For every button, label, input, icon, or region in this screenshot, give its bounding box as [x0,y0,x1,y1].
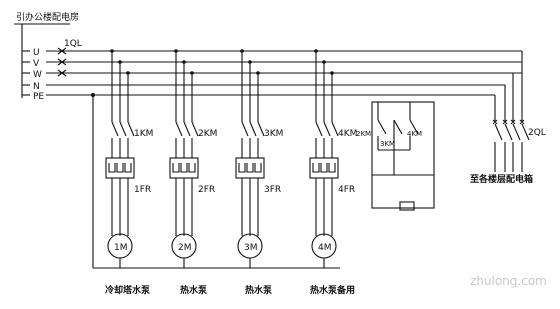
pe-junction [91,93,95,97]
branch-1-relay-element-3 [124,163,132,173]
branch-2-relay-element-2 [180,163,188,173]
branch-2-fr-label: 2FR [198,185,215,195]
branch-1-relay-element-2 [116,163,124,173]
outgoing-breaker-2ql [492,51,530,172]
branch-2-name: 热水泵 [180,284,208,296]
incoming-connections [22,50,30,96]
branch-3-relay-element-3 [254,163,262,173]
branch-3-contact-3 [257,121,265,137]
branch-4-km-label: 4KM [338,129,357,139]
branch-4-relay-element-1 [312,163,320,173]
branch-4-contact-3 [331,121,339,137]
branch-4-fr-label: 4FR [338,185,355,195]
branch-1-fr-label: 1FR [134,185,151,195]
branch-2-km-label: 2KM [198,129,217,139]
branch-4-relay-element-3 [328,163,336,173]
bus-label-w: W [33,70,42,80]
interlock-label-mid: 3KM [380,140,395,148]
main-breaker-label: 1QL [64,39,82,49]
bus-label-n: N [33,82,40,92]
branch-4-tap-1 [314,49,318,53]
bus-label-u: U [33,48,40,58]
branch-2-relay-block [169,157,199,179]
branch-2-relay-element-1 [172,163,180,173]
branch-4-name: 热水泵备用 [310,284,355,296]
branch-4-contact-1 [315,121,323,137]
branch-1-relay-element-1 [108,163,116,173]
branch-1-tap-3 [126,71,130,75]
branch-3-tap-2 [248,60,252,64]
branch-3-km-label: 3KM [264,129,283,139]
branch-1-contact-1 [111,121,119,137]
breaker-2ql-label: 2QL [528,128,546,138]
branch-3-tap-3 [256,71,260,75]
branch-4-motor-label: 4M [318,243,332,253]
interlock-label-left: 2KM [356,130,371,138]
branch-3-tap-1 [240,49,244,53]
main-breaker-1ql [57,47,67,77]
branch-1-contact-3 [127,121,135,137]
branch-1-relay-block [105,157,135,179]
interlock-circuit: 2KM 3KM 4KM [356,101,435,211]
branch-2-tap-2 [182,60,186,64]
branch-4-tap-3 [330,71,334,75]
branch-1-contact-2 [119,121,127,137]
branch-3-relay-element-2 [246,163,254,173]
branch-3-motor-label: 3M [244,243,258,253]
branch-1-km-label: 1KM [134,129,153,139]
branch-2-tap-3 [190,71,194,75]
branch-2-contact-2 [183,121,191,137]
branch-3-name: 热水泵 [245,284,273,296]
watermark: zhulong.com [470,274,547,288]
branch-2-tap-1 [174,49,178,53]
branch-3-relay-element-1 [238,163,246,173]
branch-1-tap-2 [118,60,122,64]
branch-4-tap-2 [322,60,326,64]
branch-4-relay-element-2 [320,163,328,173]
motor-branches: 1KM 1FR 1M 2KM 2FR 2M 3KM 3FR 3M 4KM 4FR 4M [105,49,357,268]
branch-3-contact-1 [241,121,249,137]
bus-label-pe: PE [33,92,44,102]
bus-bars [46,50,522,96]
outgoing-label: 至各楼层配电箱 [470,173,533,185]
branch-3-contact-2 [249,121,257,137]
branch-4-contact-2 [323,121,331,137]
branch-2-relay-element-3 [188,163,196,173]
branch-1-motor-label: 1M [114,243,128,253]
branch-2-contact-1 [175,121,183,137]
bus-label-v: V [33,59,40,69]
source-title: 引办公楼配电房 [16,11,79,23]
branch-3-fr-label: 3FR [264,185,281,195]
branch-1-name: 冷却塔水泵 [105,284,151,296]
interlock-label-right: 4KM [407,130,422,138]
branch-4-relay-block [309,157,339,179]
branch-2-motor-label: 2M [178,243,192,253]
branch-3-relay-block [235,157,265,179]
branch-2-contact-3 [191,121,199,137]
branch-1-tap-1 [110,49,114,53]
